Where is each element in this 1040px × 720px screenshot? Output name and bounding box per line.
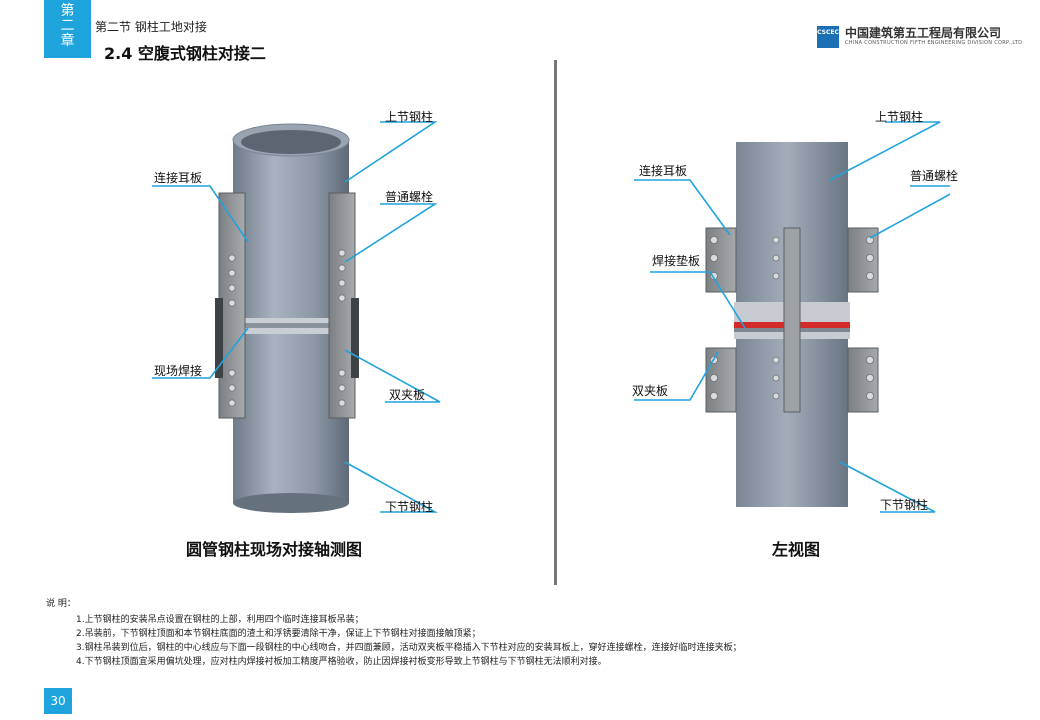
note-item: 1.上节钢柱的安装吊点设置在钢柱的上部，利用四个临时连接耳板吊装； xyxy=(76,615,364,625)
page-title: 2.4 空腹式钢柱对接二 xyxy=(104,44,266,63)
note-item: 3.钢柱吊装到位后，钢柱的中心线应与下面一段钢柱的中心线吻合，并四面兼顾，活动双… xyxy=(76,643,742,653)
label-double-clamp-right: 双夹板 xyxy=(632,384,669,398)
note-item: 2.吊装前，下节钢柱顶面和本节钢柱底面的渣土和浮锈要清除干净，保证上下节钢柱对接… xyxy=(76,629,481,639)
axonometric-drawing xyxy=(215,123,359,513)
label-connecting-plate-right: 连接耳板 xyxy=(639,164,688,178)
label-lower-column-right: 下节钢柱 xyxy=(880,498,929,512)
label-connecting-plate-left: 连接耳板 xyxy=(154,171,203,185)
left-leader-lines xyxy=(152,121,441,513)
notes-heading: 说 明： xyxy=(46,599,76,609)
label-bolt-right: 普通螺栓 xyxy=(910,169,959,183)
chapter-tab: 第 二 章 xyxy=(44,0,91,58)
label-double-clamp-left: 双夹板 xyxy=(389,388,426,402)
label-upper-column-right: 上节钢柱 xyxy=(875,110,924,124)
label-bolt-left: 普通螺栓 xyxy=(385,190,434,204)
view-divider xyxy=(554,60,557,585)
chapter-char: 章 xyxy=(60,33,75,49)
note-item: 4.下节钢柱顶面宜采用偏坑处理，应对柱内焊接衬板加工精度严格验收，防止因焊接衬板… xyxy=(76,657,607,667)
label-upper-column-left: 上节钢柱 xyxy=(385,110,434,124)
section-name: 第二节 钢柱工地对接 xyxy=(95,20,207,34)
label-field-weld-left: 现场焊接 xyxy=(154,364,203,378)
cscec-logo-icon: CSCEC xyxy=(817,26,839,48)
caption-side-view: 左视图 xyxy=(772,540,821,559)
chapter-char: 第 xyxy=(60,3,75,19)
company-name-cn: 中国建筑第五工程局有限公司 xyxy=(845,26,1002,40)
chapter-char: 二 xyxy=(60,18,75,34)
label-lower-column-left: 下节钢柱 xyxy=(385,500,434,514)
right-leader-lines xyxy=(634,121,950,513)
side-view-drawing xyxy=(705,142,879,507)
page-number: 30 xyxy=(44,688,72,714)
company-logo: CSCEC 中国建筑第五工程局有限公司 CHINA CONSTRUCTION F… xyxy=(817,24,1022,50)
caption-axonometric: 圆管钢柱现场对接轴测图 xyxy=(186,540,363,559)
label-backing-plate-right: 焊接垫板 xyxy=(652,254,701,268)
company-name-en: CHINA CONSTRUCTION FIFTH ENGINEERING DIV… xyxy=(845,40,1023,46)
